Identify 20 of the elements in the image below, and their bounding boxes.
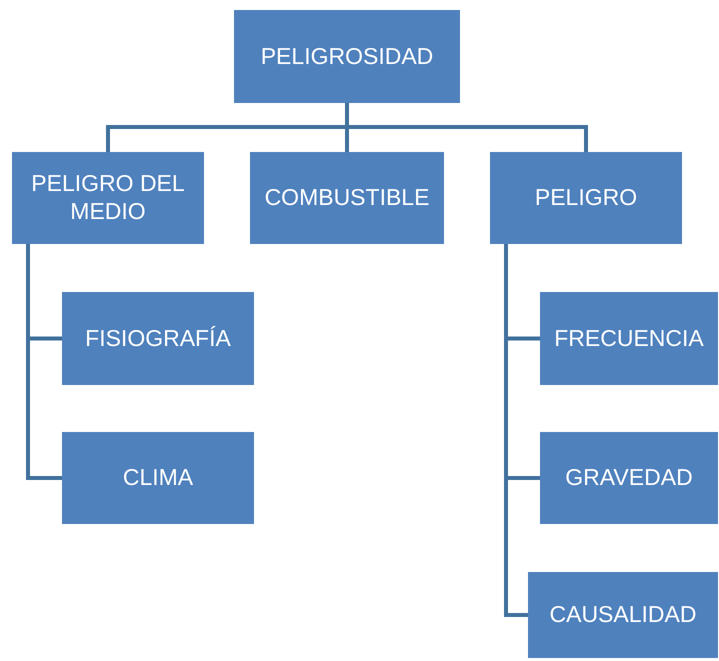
- category-box: [540, 432, 718, 524]
- category-box: [540, 292, 718, 385]
- box-label: CLIMA: [122, 464, 194, 492]
- category-box: [62, 292, 254, 385]
- connector-line: [345, 103, 588, 152]
- category-box: [490, 152, 682, 244]
- category-box: [62, 432, 254, 524]
- box-label: FRECUENCIA: [554, 324, 704, 352]
- connector-line: [504, 244, 528, 617]
- box-label: PELIGRO: [534, 184, 638, 212]
- box-label: CAUSALIDAD: [550, 601, 696, 629]
- box-label: FISIOGRAFÍA: [85, 324, 231, 352]
- category-box: [12, 152, 204, 244]
- box-label: PELIGRO DEL MEDIO: [30, 170, 186, 226]
- box-label: PELIGROSIDAD: [260, 42, 434, 70]
- box-label: GRAVEDAD: [565, 464, 693, 492]
- category-box: [234, 10, 460, 103]
- category-box: [250, 152, 444, 244]
- box-label: COMBUSTIBLE: [264, 184, 430, 212]
- category-box: [528, 572, 718, 658]
